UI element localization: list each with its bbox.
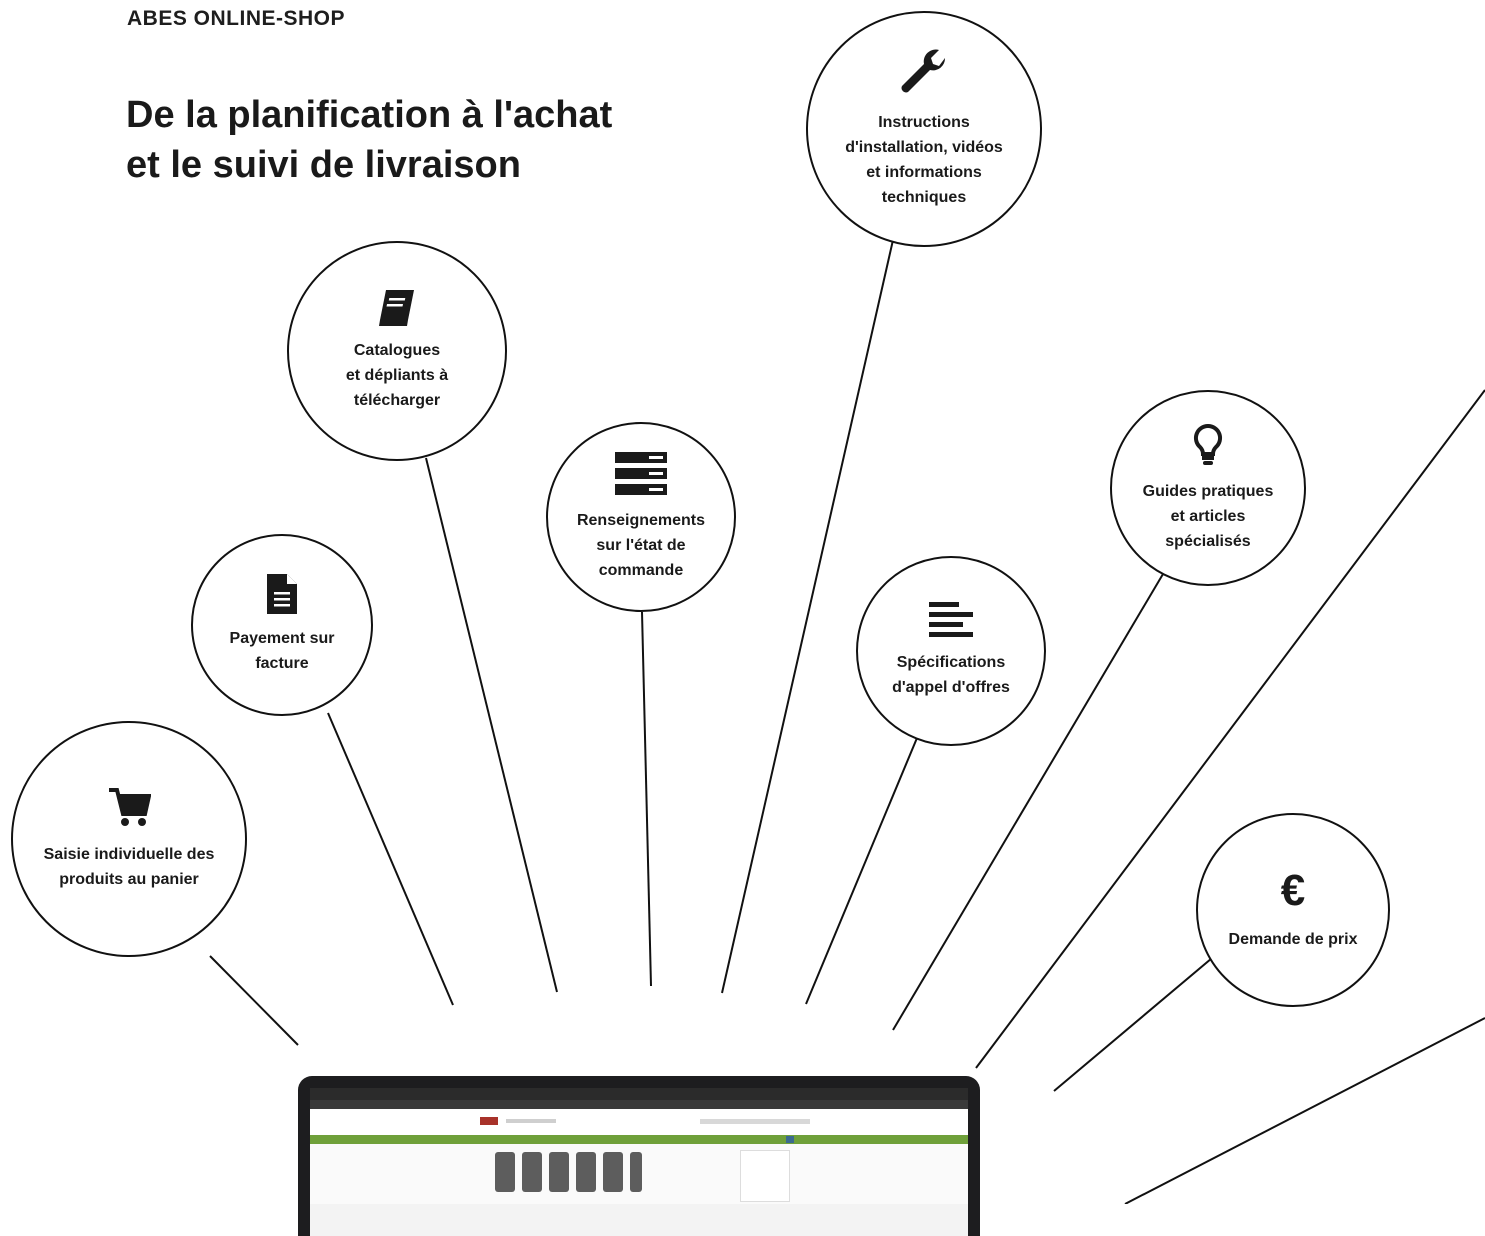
connector-catalogues	[425, 457, 558, 993]
product-image	[495, 1152, 515, 1192]
connector-lines	[209, 239, 1485, 1204]
cart-icon	[109, 788, 151, 826]
feature-label: Instructions d'installation, vidéos et i…	[845, 114, 1003, 206]
shop-nav-button	[786, 1136, 794, 1143]
section-kicker: ABES ONLINE-SHOP	[127, 7, 346, 30]
lightbulb-icon	[1193, 423, 1223, 465]
shop-logo-text	[506, 1119, 556, 1123]
euro-icon: €	[1280, 865, 1306, 915]
book-icon	[379, 289, 414, 326]
document-icon	[267, 574, 297, 614]
connector-long-2	[1124, 1017, 1485, 1204]
feature-label: Catalogues et dépliants à télécharger	[345, 341, 449, 409]
wrench-icon	[901, 49, 946, 93]
feature-label: Payement sur facture	[229, 630, 335, 672]
feature-label: Renseignements sur l'état de commande	[576, 511, 706, 579]
shop-search-bar	[700, 1119, 810, 1124]
headline-line-1: De la planification à l'achat	[126, 94, 613, 136]
feature-label: Saisie individuelle des produits au pani…	[43, 846, 215, 888]
product-image	[549, 1152, 569, 1192]
feature-label: Demande de prix	[1228, 930, 1358, 948]
shop-content	[310, 1144, 968, 1204]
page-headline: De la planification à l'achat et le suiv…	[126, 90, 612, 190]
feature-invoice: Payement sur facture	[191, 534, 373, 716]
connector-cart	[209, 955, 299, 1046]
connector-invoice	[327, 712, 454, 1006]
shop-screenshot	[310, 1088, 968, 1236]
shop-header	[310, 1109, 968, 1135]
product-image	[522, 1152, 542, 1192]
connector-guides	[892, 573, 1164, 1031]
connector-specifications	[805, 737, 918, 1005]
feature-order-status: Renseignements sur l'état de commande	[546, 422, 736, 612]
headline-line-2: et le suivi de livraison	[126, 144, 521, 186]
product-image	[576, 1152, 596, 1192]
connector-price	[1053, 952, 1219, 1092]
shop-side-panel	[740, 1150, 790, 1202]
feature-label: Spécifications d'appel d'offres	[892, 654, 1010, 696]
feature-specifications: Spécifications d'appel d'offres	[856, 556, 1046, 746]
laptop-mockup	[298, 1076, 980, 1236]
product-image	[630, 1152, 642, 1192]
shop-logo	[480, 1117, 498, 1125]
server-icon	[615, 451, 667, 495]
connector-long-1	[975, 389, 1485, 1069]
connector-order-status	[641, 611, 652, 987]
feature-label: Guides pratiques et articles spécialisés	[1142, 482, 1274, 550]
feature-price-request: € Demande de prix	[1196, 813, 1390, 1007]
feature-guides: Guides pratiques et articles spécialisés	[1110, 390, 1306, 586]
shop-nav-bar	[310, 1135, 968, 1144]
feature-instructions: Instructions d'installation, vidéos et i…	[806, 11, 1042, 247]
browser-tab-bar	[310, 1088, 968, 1100]
align-left-icon	[929, 602, 973, 637]
browser-url-bar	[310, 1100, 968, 1109]
connector-instructions	[721, 239, 894, 994]
product-image	[603, 1152, 623, 1192]
feature-cart: Saisie individuelle des produits au pani…	[11, 721, 247, 957]
feature-catalogues: Catalogues et dépliants à télécharger	[287, 241, 507, 461]
